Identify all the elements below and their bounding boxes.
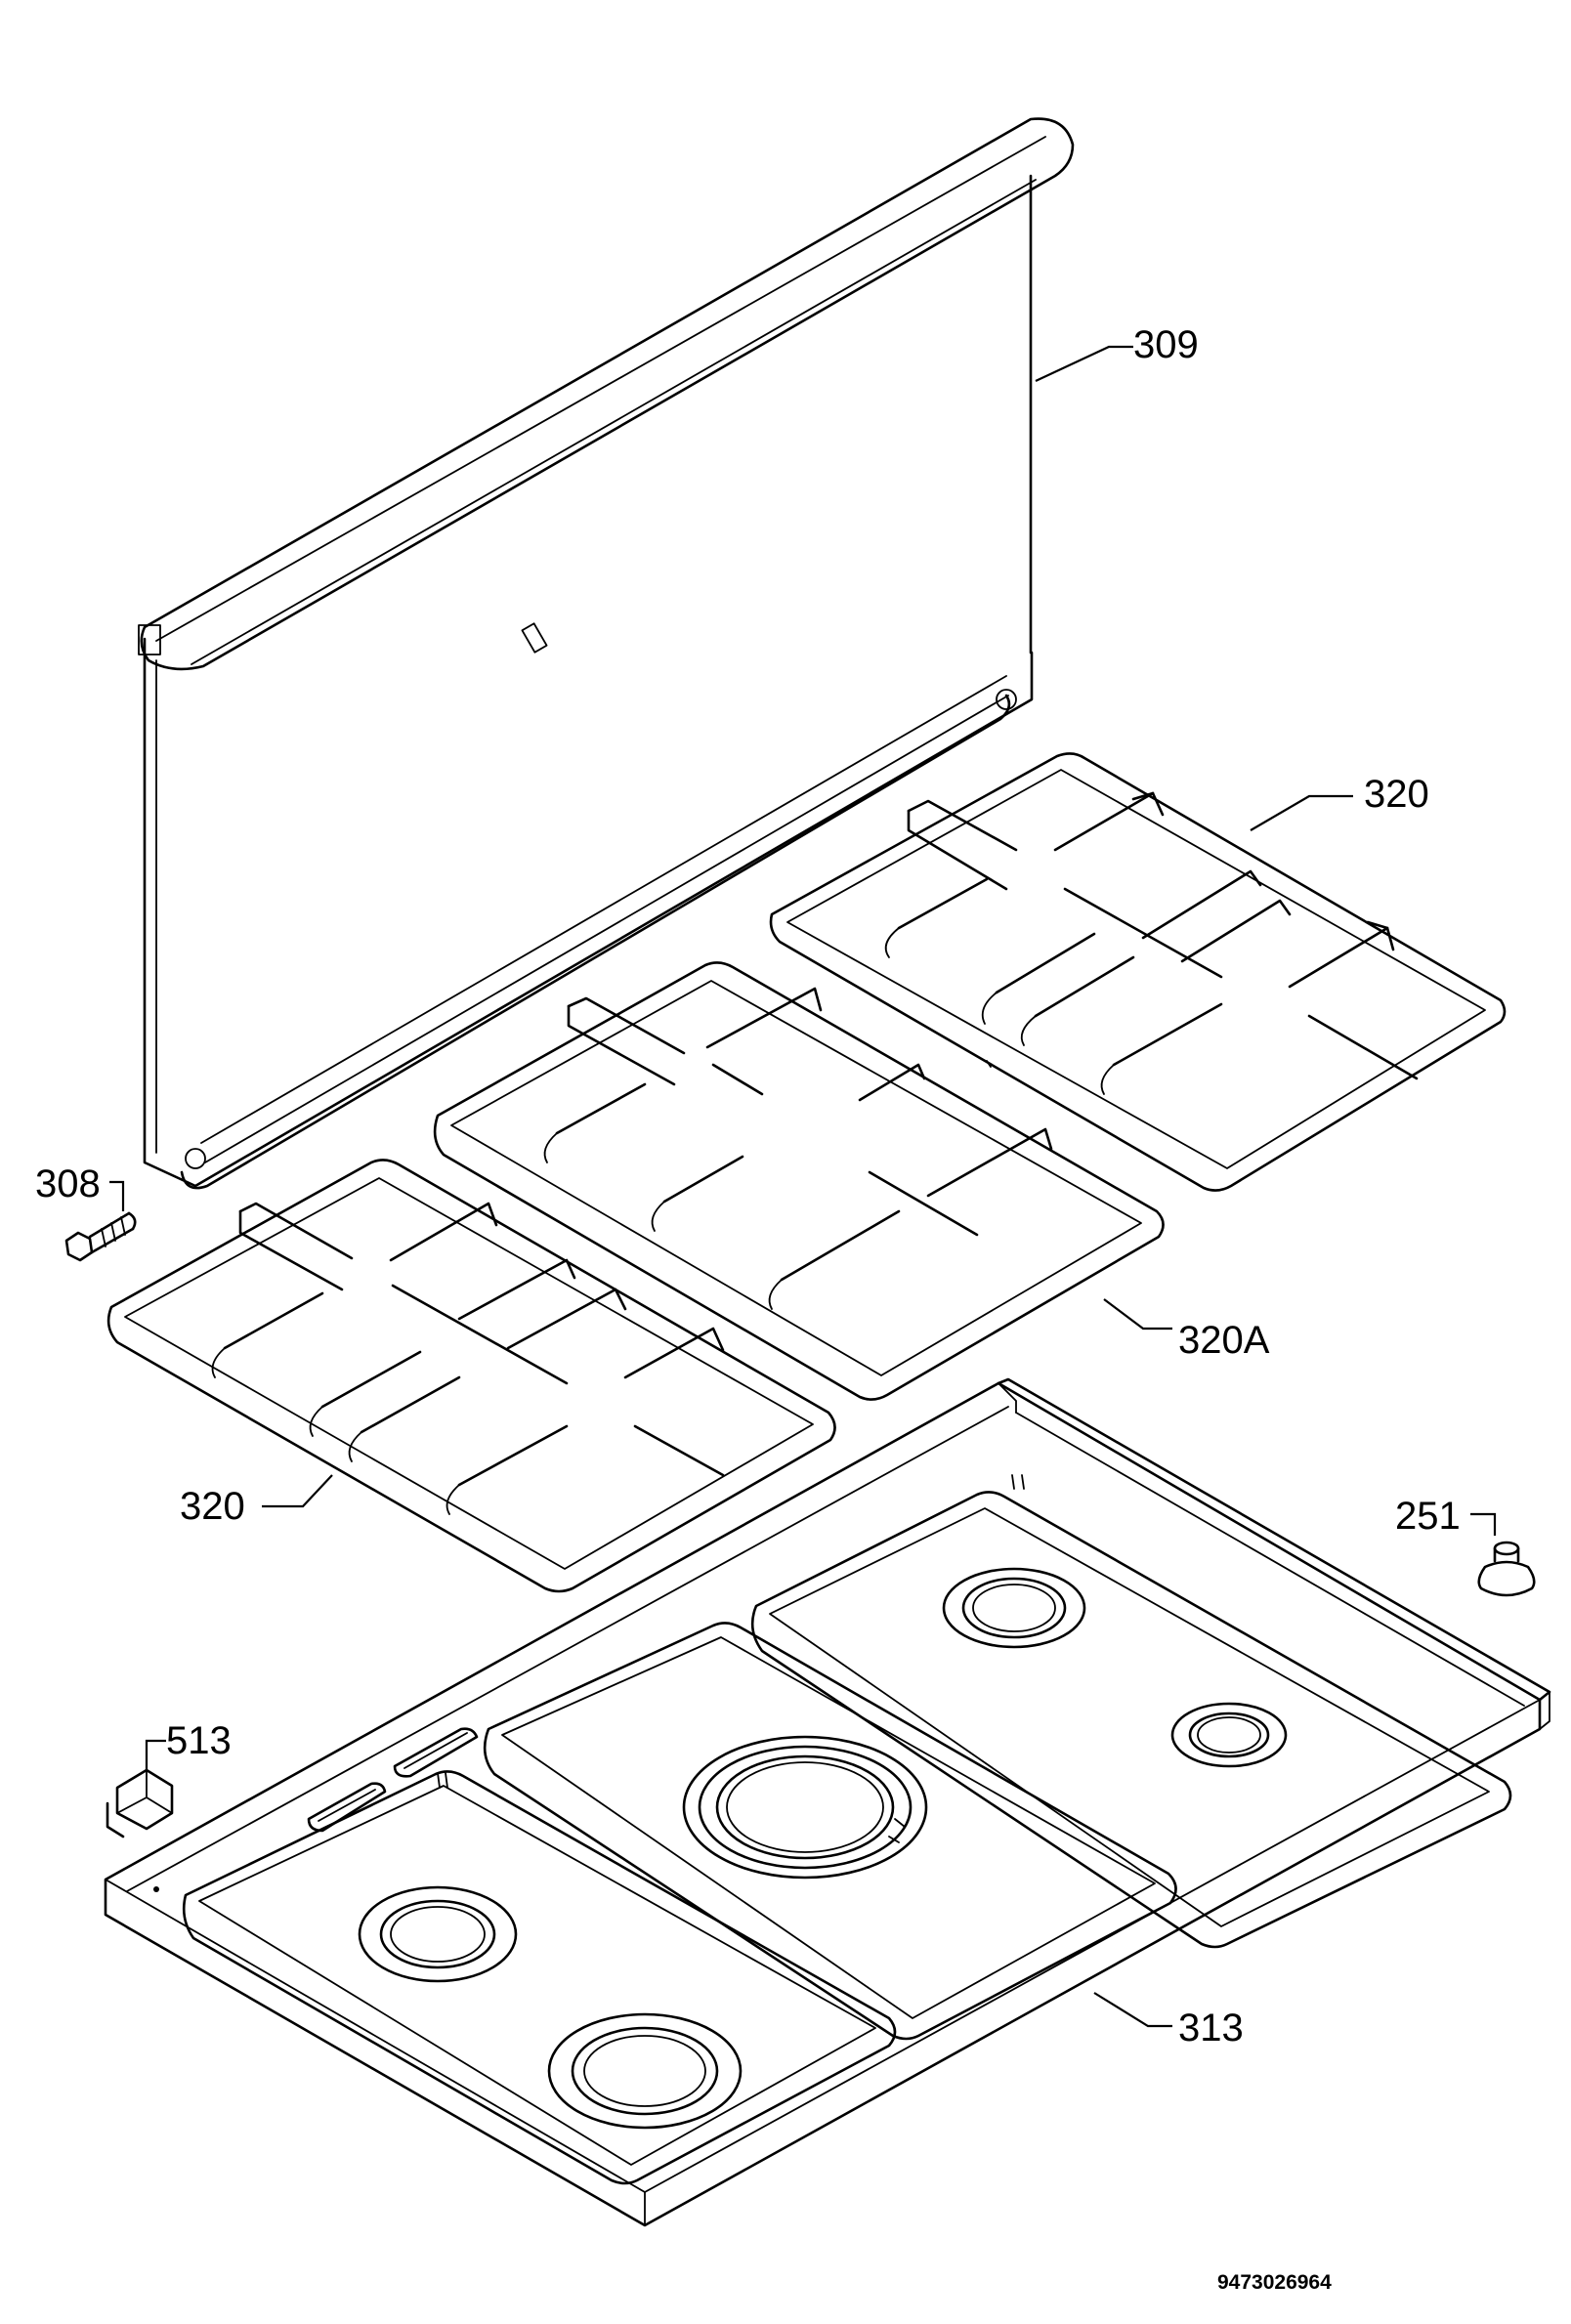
glass-lid-part xyxy=(138,117,1075,1190)
grid-middle-part xyxy=(433,961,1165,1401)
callout-309: 309 xyxy=(1133,323,1199,366)
document-number: 9473026964 xyxy=(1217,2271,1332,2294)
leader-320A xyxy=(1103,1298,1172,1331)
hob-top-part xyxy=(104,1377,1551,2227)
hinge-screw-part xyxy=(64,1211,137,1262)
callout-320-left: 320 xyxy=(180,1485,245,1528)
grid-right-part xyxy=(769,752,1507,1192)
callout-320-right: 320 xyxy=(1364,773,1429,816)
connector-part xyxy=(106,1768,174,1838)
leader-313 xyxy=(1093,1992,1172,2028)
leader-251 xyxy=(1470,1512,1497,1536)
leader-308 xyxy=(109,1180,125,1211)
callout-320A: 320A xyxy=(1178,1319,1270,1362)
callout-313: 313 xyxy=(1178,2007,1244,2049)
callout-513: 513 xyxy=(166,1719,232,1762)
knob-cap-part xyxy=(1477,1541,1536,1597)
leader-320-right xyxy=(1250,794,1353,831)
leader-513 xyxy=(145,1739,166,1770)
grid-left-part xyxy=(106,1159,836,1593)
callout-251: 251 xyxy=(1395,1495,1461,1538)
leader-320-left xyxy=(262,1474,333,1508)
leader-309 xyxy=(1035,345,1133,382)
callout-308: 308 xyxy=(35,1162,101,1205)
